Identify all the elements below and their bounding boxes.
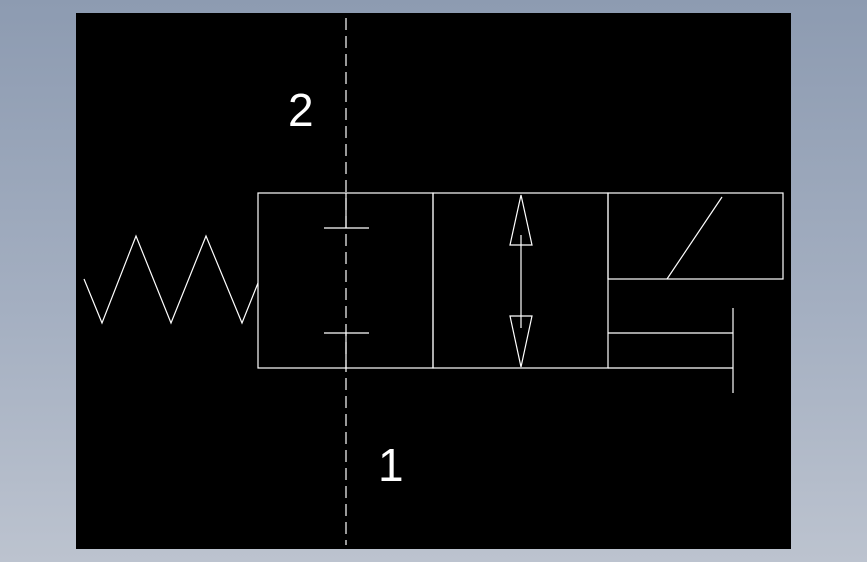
valve-box-open — [432, 192, 609, 369]
flow-arrow-icon — [509, 194, 533, 368]
port-1-label: 1 — [378, 439, 404, 491]
manual-override-icon — [608, 308, 734, 393]
drawing-canvas: 2 1 — [76, 13, 791, 549]
port-2-label: 2 — [288, 84, 314, 136]
spring-icon — [83, 234, 259, 325]
valve-symbol-diagram: 2 1 — [83, 18, 784, 545]
solenoid-icon — [607, 192, 784, 280]
